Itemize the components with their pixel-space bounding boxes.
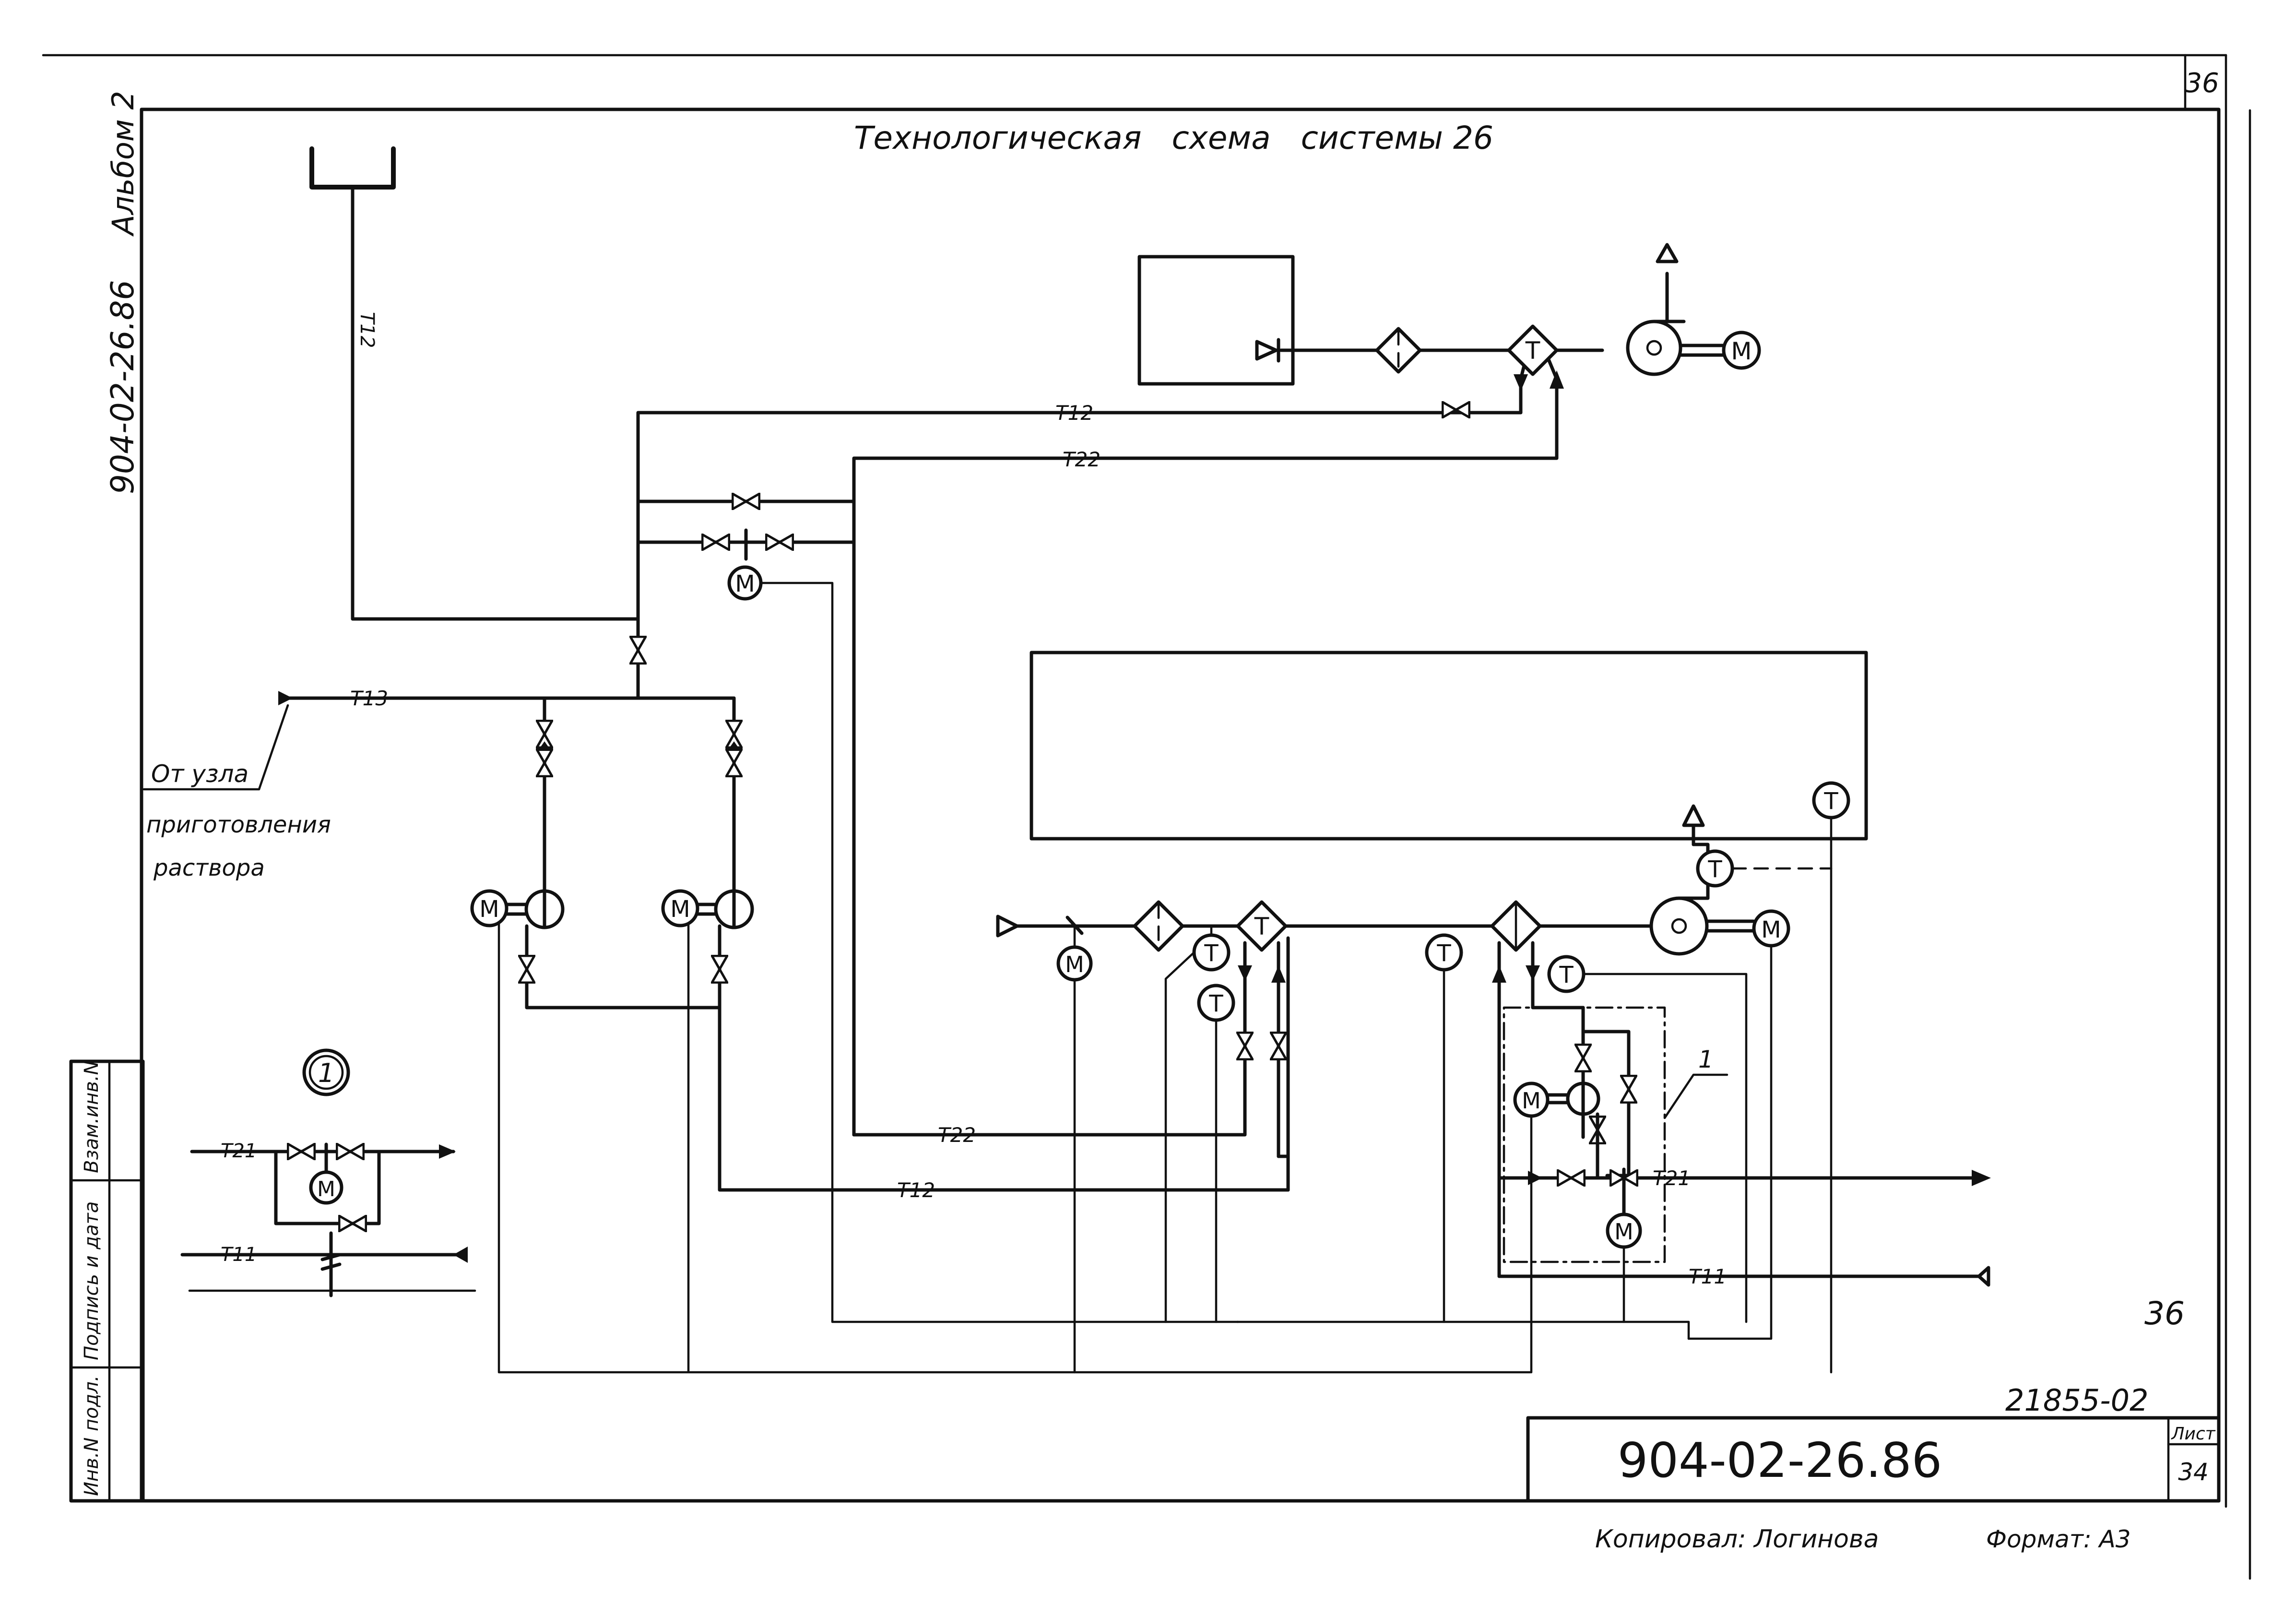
- source-note-3: раствора: [153, 855, 265, 881]
- motor-fan-upper[interactable]: [1722, 331, 1761, 370]
- label-t12-header: Т12: [1055, 401, 1093, 425]
- mid-right-number: 36: [2144, 1295, 2185, 1332]
- motor-fan-lower-label: М: [1761, 916, 1781, 943]
- valve-t12-header[interactable]: [1443, 402, 1469, 417]
- arrow-exhaust-upper: [1656, 243, 1679, 263]
- air-intake-lower: [996, 915, 1019, 938]
- fan-lower[interactable]: [1649, 896, 1709, 956]
- pipe-t22-header: [852, 377, 1559, 1137]
- side-code: 904-02-26.86: [104, 280, 141, 494]
- callout-1: 1: [1698, 1046, 1714, 1073]
- leader-source: [142, 704, 289, 791]
- signal-mixing-motor: [759, 582, 1239, 1323]
- signal-loop-pumps: [497, 922, 1532, 1374]
- detail-valve-right[interactable]: [337, 1144, 364, 1159]
- archive-number: 21855-02: [2005, 1383, 2149, 1418]
- stamp-podpis-data: Подпись и дата: [81, 1201, 103, 1360]
- temp-sensor-room-label: Т: [1823, 788, 1838, 815]
- motor-pump2-label: М: [670, 896, 690, 923]
- valve-unit1-bypass[interactable]: [1621, 1076, 1636, 1103]
- motor-three-way-t21-label: М: [1614, 1219, 1633, 1245]
- motor-pump1[interactable]: [470, 889, 509, 927]
- temp-sensor-exhaust-label: Т: [1707, 856, 1722, 883]
- motor-damper-label: М: [1065, 951, 1084, 977]
- detail-valve-left[interactable]: [288, 1144, 315, 1159]
- temp-sensor-1-label: Т: [1204, 940, 1219, 967]
- label-t12-riser: Т12: [356, 312, 378, 348]
- valve-pump2-outlet[interactable]: [712, 956, 727, 983]
- mixing-unit-1-outline: [1503, 1006, 1666, 1263]
- heater-upper-label: Т: [1525, 337, 1540, 365]
- diagram-title: Технологическая схема системы 26: [854, 119, 1493, 156]
- valve-unit1-supply[interactable]: [1575, 1045, 1591, 1071]
- valve-t12-to-t13[interactable]: [630, 637, 646, 664]
- list-label: Лист: [2170, 1424, 2215, 1444]
- filter-upper[interactable]: [1375, 327, 1422, 374]
- detail-1-label: 1: [318, 1058, 334, 1088]
- valve-t21-inlet[interactable]: [1558, 1170, 1585, 1186]
- label-t13: Т13: [350, 687, 388, 710]
- callout-leader-1: [1663, 1073, 1728, 1119]
- arrow-down-t12: [1514, 374, 1528, 391]
- arrow-t11-in: [1977, 1266, 1990, 1287]
- fan-upper[interactable]: [1626, 320, 1682, 376]
- temp-sensor-duct-label: Т: [1436, 940, 1451, 967]
- album-label: Альбом 2: [106, 91, 141, 237]
- motor-fan-upper-label: М: [1731, 337, 1752, 365]
- detail-label-t21: Т21: [221, 1140, 257, 1162]
- copied-by: Копировал: Логинова: [1595, 1525, 1879, 1554]
- motor-label-mixing: М: [735, 570, 755, 597]
- label-t12-return: Т12: [897, 1178, 935, 1202]
- temp-sensor-2-label: Т: [1208, 990, 1223, 1017]
- t13-inlet-arrow: [278, 691, 293, 705]
- air-intake-upper: [1255, 340, 1278, 361]
- source-note-2: приготовления: [146, 811, 331, 838]
- detail-valve-bypass[interactable]: [339, 1216, 366, 1231]
- pipe-t12-header: [636, 377, 1523, 621]
- valve-pump2-check[interactable]: [726, 749, 742, 776]
- title-block: [1526, 1416, 2221, 1503]
- valve-bypass-lower-left[interactable]: [702, 535, 729, 550]
- detail-motor-label: М: [317, 1177, 335, 1201]
- motor-pump2[interactable]: [661, 889, 699, 927]
- motor-pump-unit1-label: М: [1522, 1088, 1541, 1114]
- detail-1-marker: [302, 1048, 350, 1096]
- label-t22-return: Т22: [938, 1123, 976, 1147]
- top-sheet-number: 36: [2185, 68, 2219, 99]
- valve-pump1-outlet[interactable]: [519, 956, 534, 983]
- arrow-exhaust-lower: [1682, 804, 1705, 827]
- motor-pump1-label: М: [479, 896, 499, 923]
- label-t21: Т21: [1653, 1166, 1691, 1190]
- source-note-1: От узла: [151, 760, 249, 788]
- detail-label-t11: Т11: [221, 1244, 257, 1266]
- heater-lower[interactable]: [1236, 900, 1288, 952]
- signal-return-right: [1236, 1320, 1690, 1340]
- stamp-vzam-inv: Взам.инв.N: [81, 1061, 103, 1173]
- lower-room-box: [1030, 651, 1868, 841]
- label-t22-header: Т22: [1063, 448, 1101, 471]
- valve-heater-lower-supply[interactable]: [1237, 1033, 1253, 1059]
- doc-code: 904-02-26.86: [1618, 1432, 1942, 1488]
- valve-bypass-upper[interactable]: [733, 494, 759, 509]
- format-label: Формат: А3: [1986, 1525, 2131, 1553]
- valve-pump1-check[interactable]: [537, 749, 552, 776]
- pipe-t12-riser: [351, 185, 640, 621]
- valve-bypass-lower-right[interactable]: [766, 535, 793, 550]
- temp-sensor-3-label: Т: [1559, 962, 1574, 988]
- upper-tank: [309, 146, 396, 190]
- stamp-inv-podl: Инв.N подл.: [81, 1375, 103, 1496]
- arrow-t21-out: [1972, 1170, 1991, 1186]
- label-t11: Т11: [1689, 1265, 1727, 1288]
- detail-motor[interactable]: [309, 1170, 343, 1205]
- upper-room-box: [1137, 255, 1295, 386]
- list-number: 34: [2178, 1458, 2209, 1486]
- drawing-frame: [42, 54, 2251, 1580]
- heater-upper[interactable]: [1507, 324, 1559, 376]
- stamp-column: [69, 1059, 145, 1503]
- heater-lower-label: Т: [1254, 913, 1269, 940]
- valve-heater-lower-return[interactable]: [1271, 1033, 1286, 1059]
